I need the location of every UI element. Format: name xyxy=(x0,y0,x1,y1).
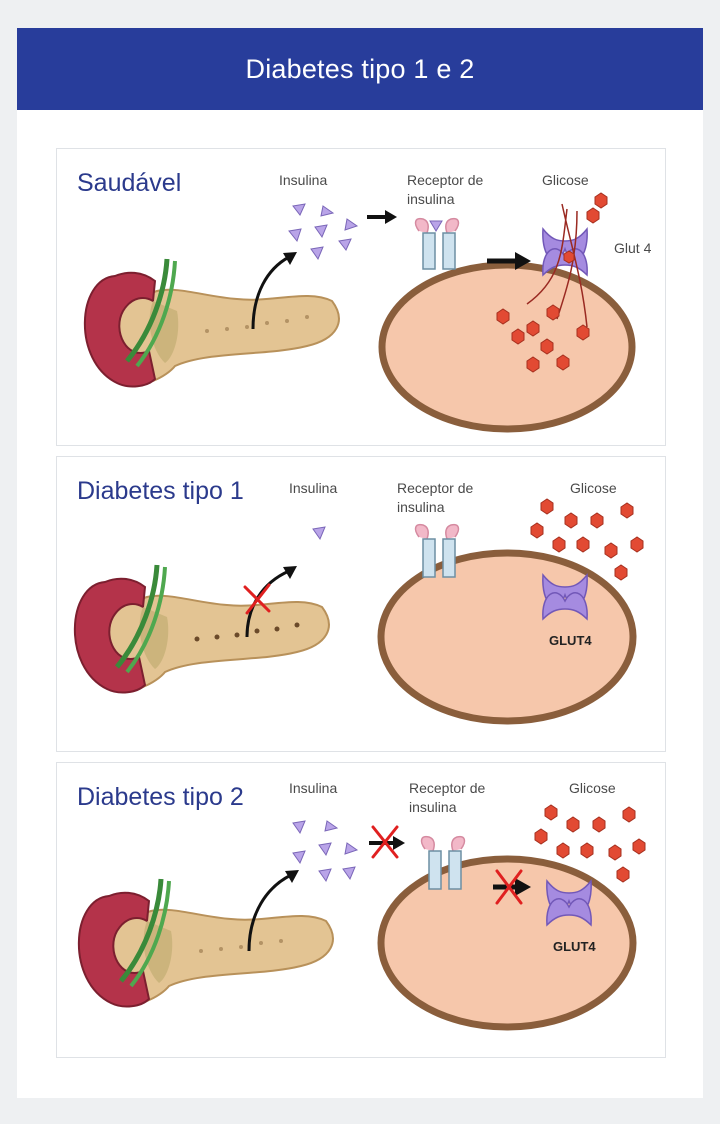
glucose-molecules-inside xyxy=(496,250,590,373)
glucose-molecules-outside xyxy=(534,804,646,883)
panel-title: Diabetes tipo 1 xyxy=(77,477,244,505)
glucose-molecules-outside xyxy=(586,192,608,224)
panel-healthy: Saudável Insulina Receptor de insulina G… xyxy=(56,148,666,446)
page-title: Diabetes tipo 1 e 2 xyxy=(17,28,703,110)
insulin-label: Insulina xyxy=(289,780,338,796)
pancreas-icon xyxy=(77,878,334,1008)
glut4-transporter-icon xyxy=(542,227,588,277)
panel-title: Saudável xyxy=(77,169,182,197)
glucose-label: Glicose xyxy=(542,172,589,188)
panel-type1: Diabetes tipo 1 Insulina Receptor de ins… xyxy=(56,456,666,752)
insulin-receptor-icon xyxy=(414,217,460,270)
insulin-receptor-icon xyxy=(420,835,466,890)
insulin-molecules xyxy=(292,820,359,883)
receptor-label: Receptor de insulina xyxy=(409,780,486,815)
glucose-label: Glicose xyxy=(569,780,616,796)
glucose-molecules-outside xyxy=(530,498,644,581)
panel-title: Diabetes tipo 2 xyxy=(77,783,244,811)
glut4-transporter-icon xyxy=(542,573,588,621)
insulin-receptor-icon xyxy=(414,523,460,578)
page-title-text: Diabetes tipo 1 e 2 xyxy=(245,53,475,84)
secretion-arrow-head xyxy=(283,252,297,265)
blocked-x-icon xyxy=(371,825,399,859)
insulin-label: Insulina xyxy=(279,172,328,188)
panel-type2: Diabetes tipo 2 Insulina Receptor de ins… xyxy=(56,762,666,1058)
glut4-transporter-icon xyxy=(546,879,592,927)
insulin-molecules xyxy=(312,526,326,541)
cell-body xyxy=(378,261,636,433)
receptor-label: Receptor de insulina xyxy=(397,480,474,515)
glut4-label: GLUT4 xyxy=(549,633,592,648)
blocked-x-icon xyxy=(243,583,271,615)
type1-diagram xyxy=(73,498,644,725)
pancreas-icon xyxy=(83,258,340,388)
secretion-arrow xyxy=(251,255,290,330)
glut4-label: Glut 4 xyxy=(614,240,652,256)
insulin-label: Insulina xyxy=(289,480,338,496)
type2-diagram xyxy=(77,804,646,1031)
cell-body xyxy=(377,549,637,725)
glut4-label: GLUT4 xyxy=(553,939,596,954)
secretion-arrow xyxy=(247,873,292,952)
receptor-label: Receptor de insulina xyxy=(407,172,484,207)
glucose-label: Glicose xyxy=(570,480,617,496)
pancreas-icon xyxy=(73,564,330,694)
insulin-molecules xyxy=(288,203,359,261)
healthy-diagram xyxy=(83,192,636,433)
blocked-x-icon xyxy=(495,869,523,905)
